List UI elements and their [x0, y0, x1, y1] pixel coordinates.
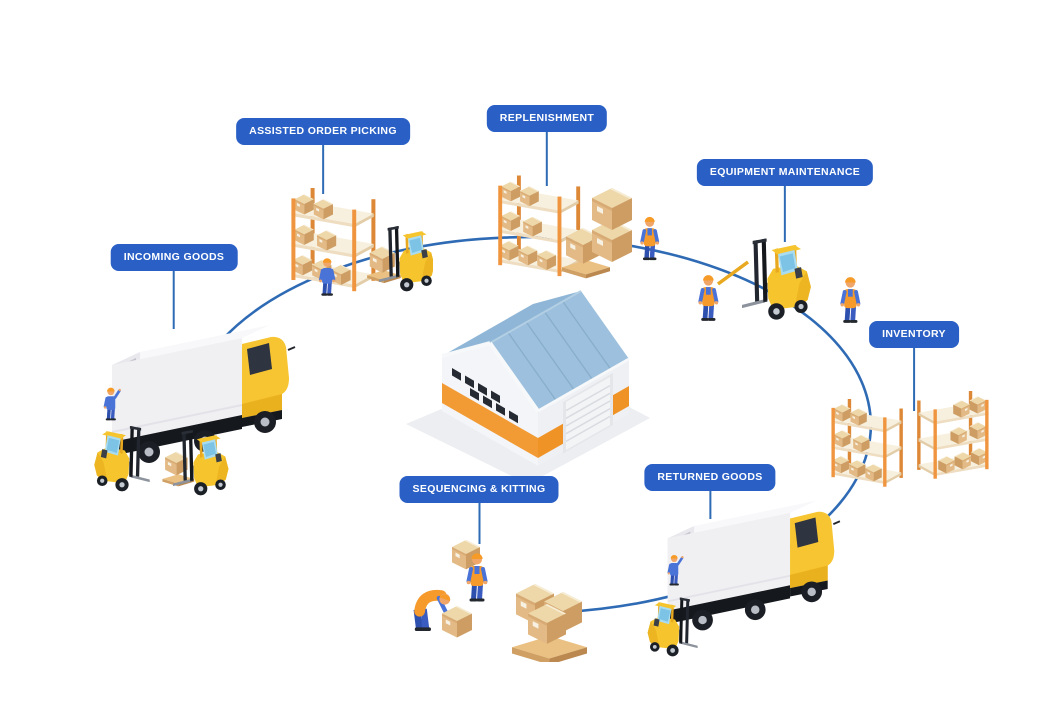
station-connector — [322, 145, 324, 194]
warehouse-building-illustration — [406, 290, 650, 481]
storage-rack-left — [831, 399, 902, 487]
station-connector — [912, 348, 915, 411]
station-assisted-order-picking: ASSISTED ORDER PICKING — [236, 118, 410, 194]
station-connector — [172, 271, 175, 329]
warehouse-door — [563, 373, 613, 454]
equipment-maintenance-illustration — [696, 238, 863, 325]
worker-left — [696, 273, 721, 323]
station-returned-goods: RETURNED GOODS — [644, 464, 776, 519]
forklift-with-load — [367, 225, 433, 292]
station-connector — [784, 186, 786, 242]
station-inventory: INVENTORY — [869, 321, 959, 411]
service-boom — [716, 260, 750, 286]
station-sequencing-kitting: SEQUENCING & KITTING — [399, 476, 559, 544]
station-label-incoming-goods: INCOMING GOODS — [110, 244, 238, 271]
incoming-goods-illustration — [94, 312, 307, 496]
station-label-sequencing-kitting: SEQUENCING & KITTING — [399, 476, 559, 503]
warehouse-building — [441, 290, 630, 466]
warehouse-roof — [441, 290, 630, 413]
worker — [638, 215, 661, 262]
station-label-replenishment: REPLENISHMENT — [486, 105, 608, 132]
station-connector — [477, 503, 480, 544]
station-equipment-maintenance: EQUIPMENT MAINTENANCE — [696, 159, 874, 242]
pallet-rack — [498, 176, 580, 277]
forklift — [742, 238, 811, 320]
station-connector — [545, 132, 548, 186]
station-connector — [709, 491, 711, 519]
box-truck — [668, 501, 840, 631]
worker-right — [838, 275, 863, 325]
station-incoming-goods: INCOMING GOODS — [110, 244, 238, 329]
station-replenishment: REPLENISHMENT — [486, 105, 608, 186]
station-label-inventory: INVENTORY — [869, 321, 959, 348]
station-label-returned-goods: RETURNED GOODS — [644, 464, 776, 491]
station-label-equipment-maintenance: EQUIPMENT MAINTENANCE — [696, 159, 874, 186]
carton — [592, 188, 632, 230]
station-label-assisted-order-picking: ASSISTED ORDER PICKING — [236, 118, 410, 145]
